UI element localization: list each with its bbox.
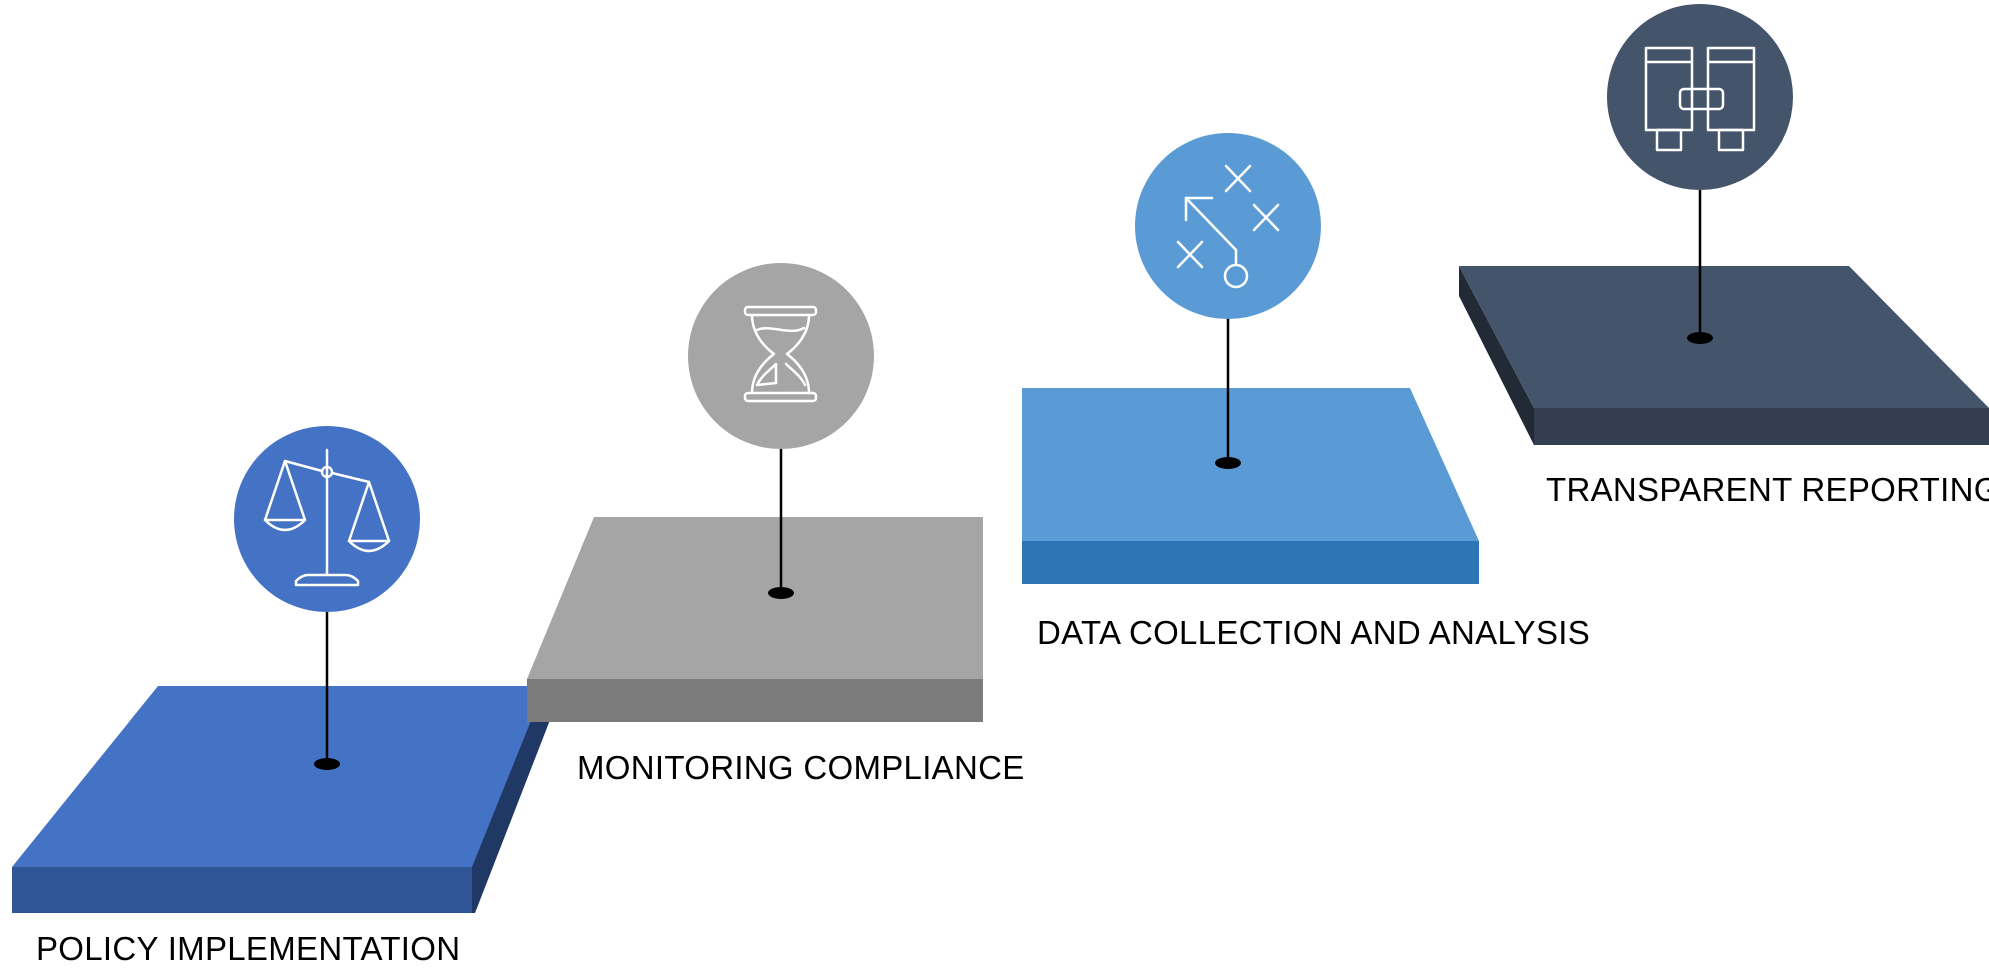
step-4-pin bbox=[1687, 332, 1713, 344]
step-4-label: TRANSPARENT REPORTING bbox=[1546, 471, 1989, 508]
balance-scale-icon bbox=[263, 448, 391, 587]
binoculars-icon bbox=[1644, 46, 1756, 152]
step-3-marker bbox=[1135, 133, 1321, 469]
hourglass-icon bbox=[743, 305, 818, 403]
step-3-label: DATA COLLECTION AND ANALYSIS bbox=[1037, 614, 1591, 651]
step-3-platform-front bbox=[1022, 541, 1479, 584]
step-3-circle bbox=[1135, 133, 1321, 319]
step-1-marker bbox=[234, 426, 420, 770]
step-4-marker bbox=[1607, 4, 1793, 344]
step-3-pin bbox=[1215, 457, 1241, 469]
step-4-platform-front bbox=[1534, 408, 1989, 445]
step-2-platform bbox=[527, 517, 983, 722]
step-4-circle bbox=[1607, 4, 1793, 190]
step-1-label: POLICY IMPLEMENTATION bbox=[36, 930, 461, 967]
step-4-platform-side bbox=[1459, 266, 1534, 445]
step-4-platform bbox=[1459, 266, 1989, 445]
step-3-platform-top bbox=[1022, 388, 1479, 541]
step-3-platform bbox=[1022, 388, 1479, 584]
step-2-pin bbox=[768, 587, 794, 599]
step-4-platform-top bbox=[1459, 266, 1989, 408]
step-2-marker bbox=[688, 263, 874, 599]
step-2-platform-top bbox=[527, 517, 983, 679]
strategy-play-icon bbox=[1176, 164, 1280, 289]
step-2-circle bbox=[688, 263, 874, 449]
step-1-pin bbox=[314, 758, 340, 770]
step-1-platform-front bbox=[12, 867, 472, 913]
step-1-platform-top bbox=[12, 686, 545, 867]
step-2-label: MONITORING COMPLIANCE bbox=[577, 749, 1025, 786]
step-2-platform-front bbox=[527, 679, 983, 722]
step-1-platform bbox=[12, 686, 550, 913]
